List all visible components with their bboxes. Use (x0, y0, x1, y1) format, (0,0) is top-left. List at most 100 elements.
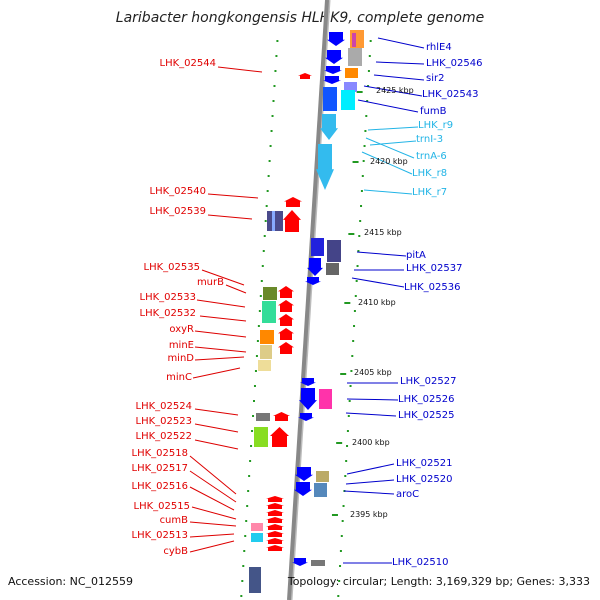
left-guide-dot (252, 415, 255, 417)
right-guide-dot (347, 415, 350, 417)
right-guide-dot (339, 550, 342, 552)
gene-label-right: LHK_02537 (406, 263, 463, 274)
gene-label-left: LHK_02518 (131, 448, 188, 459)
left-guide-dot (264, 220, 267, 222)
forward-gene-arrow (266, 538, 284, 544)
leader-line (207, 214, 253, 220)
left-guide-dot (274, 70, 277, 72)
right-guide-dot (369, 40, 372, 42)
left-guide-dot (269, 145, 272, 147)
gene-color-block (254, 427, 268, 447)
gene-label-left: cybB (163, 546, 188, 557)
leader-line (357, 99, 419, 113)
leader-line (194, 408, 239, 416)
forward-gene-arrow (273, 412, 290, 421)
gene-color-block (272, 211, 275, 231)
forward-gene-arrow (270, 427, 289, 447)
reverse-gene-arrow (299, 388, 317, 410)
gene-color-block (262, 301, 276, 323)
accession-text: Accession: NC_012559 (8, 575, 134, 588)
forward-gene-arrow (283, 210, 301, 232)
leader-line (194, 423, 239, 433)
leader-line (225, 284, 247, 294)
gene-color-block (327, 240, 341, 262)
right-guide-dot (353, 310, 356, 312)
leader-line (373, 74, 425, 81)
gene-label-left: minC (166, 372, 192, 383)
rna-gene-arrow (320, 114, 338, 140)
right-guide-dot (341, 520, 344, 522)
kbp-tick (340, 373, 347, 375)
gene-label-left: minE (168, 340, 194, 351)
gene-label-left: LHK_02517 (131, 463, 188, 474)
right-guide-dot (358, 235, 361, 237)
right-guide-dot (346, 445, 349, 447)
gene-label-right: LHK_02543 (422, 89, 479, 100)
kbp-tick (348, 233, 355, 235)
gene-color-block (352, 33, 356, 47)
leader-line (217, 66, 263, 73)
left-guide-dot (270, 130, 273, 132)
rna-label: trnA-6 (416, 151, 447, 162)
forward-gene-arrow (266, 524, 284, 530)
left-guide-dot (248, 475, 251, 477)
gene-label-left: LHK_02513 (131, 530, 188, 541)
gene-color-block (251, 523, 263, 531)
scale-label: 2425 kbp (376, 86, 414, 95)
gene-label-right: aroC (396, 489, 420, 500)
reverse-gene-arrow (295, 467, 313, 481)
right-guide-dot (351, 355, 354, 357)
right-guide-dot (344, 475, 347, 477)
gene-color-block (311, 560, 325, 566)
kbp-tick (344, 302, 351, 304)
left-guide-dot (253, 400, 255, 402)
forward-gene-arrow (278, 300, 294, 312)
gene-label-left: LHK_02522 (135, 431, 192, 442)
forward-gene-arrow (278, 342, 294, 354)
leader-line (194, 356, 245, 361)
right-guide-dot (349, 385, 352, 387)
gene-color-block (263, 287, 277, 300)
forward-gene-arrow (278, 314, 294, 326)
gene-color-block (348, 48, 362, 66)
leader-line (189, 533, 235, 538)
gene-label-right: LHK_02526 (398, 394, 455, 405)
leader-line (207, 193, 259, 199)
gene-label-left: murB (196, 277, 224, 288)
leader-line (377, 37, 425, 49)
gene-color-block (251, 533, 263, 542)
leader-line (367, 126, 419, 131)
left-guide-dot (249, 460, 252, 462)
leader-line (189, 455, 237, 495)
right-guide-dot (340, 535, 343, 537)
left-guide-dot (275, 55, 278, 57)
right-guide-dot (360, 205, 363, 207)
right-guide-dot (363, 145, 366, 147)
gene-label-left: LHK_02539 (149, 206, 206, 217)
reverse-gene-arrow (325, 50, 343, 64)
scale-label: 2400 kbp (352, 438, 390, 447)
scale-label: 2405 kbp (354, 368, 392, 377)
right-guide-dot (366, 100, 369, 102)
leader-line (199, 315, 247, 322)
right-guide-dot (352, 340, 355, 342)
gene-label-left: LHK_02540 (149, 186, 206, 197)
scale-label: 2415 kbp (364, 228, 402, 237)
kbp-tick (352, 161, 359, 163)
left-guide-dot (240, 595, 243, 597)
forward-gene-arrow (298, 73, 312, 79)
right-guide-dot (348, 400, 351, 402)
leader-line (346, 398, 399, 401)
gene-color-block (326, 263, 339, 275)
left-guide-dot (271, 115, 274, 117)
rna-label: trnI-3 (416, 134, 444, 145)
forward-gene-arrow (278, 328, 294, 340)
gene-color-block (256, 413, 270, 421)
gene-label-right: sir2 (426, 73, 445, 84)
gene-label-left: LHK_02523 (135, 416, 192, 427)
gene-color-block (319, 389, 332, 409)
gene-label-right: LHK_02536 (404, 282, 461, 293)
leader-line (345, 412, 397, 417)
gene-label-left: oxyR (169, 324, 194, 335)
